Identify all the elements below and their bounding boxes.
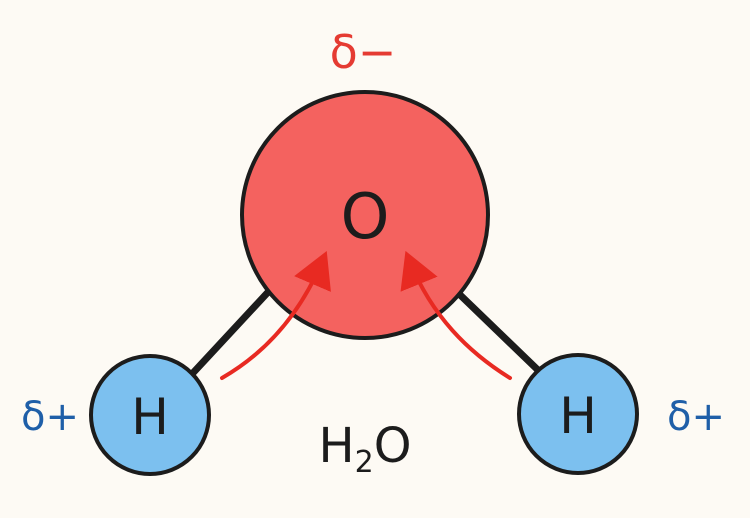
bond-left bbox=[188, 286, 274, 378]
hydrogen-symbol-left: H bbox=[131, 388, 169, 446]
hydrogen-symbol-right: H bbox=[559, 387, 597, 445]
hydrogen-left-partial-charge: δ+ bbox=[21, 394, 79, 440]
hydrogen-atom-left bbox=[89, 354, 211, 476]
oxygen-symbol: O bbox=[341, 180, 390, 253]
curved-arrow-icon bbox=[220, 250, 331, 380]
oxygen-partial-charge: δ− bbox=[330, 25, 397, 79]
molecule-formula: H2O bbox=[319, 418, 412, 480]
hydrogen-right-partial-charge: δ+ bbox=[667, 394, 725, 440]
hydrogen-atom-right bbox=[517, 353, 639, 475]
formula-main: H bbox=[319, 418, 355, 474]
curved-arrow-icon bbox=[400, 250, 512, 380]
formula-subscript: 2 bbox=[355, 445, 374, 480]
formula-tail: O bbox=[374, 418, 412, 474]
bond-right bbox=[451, 286, 544, 376]
